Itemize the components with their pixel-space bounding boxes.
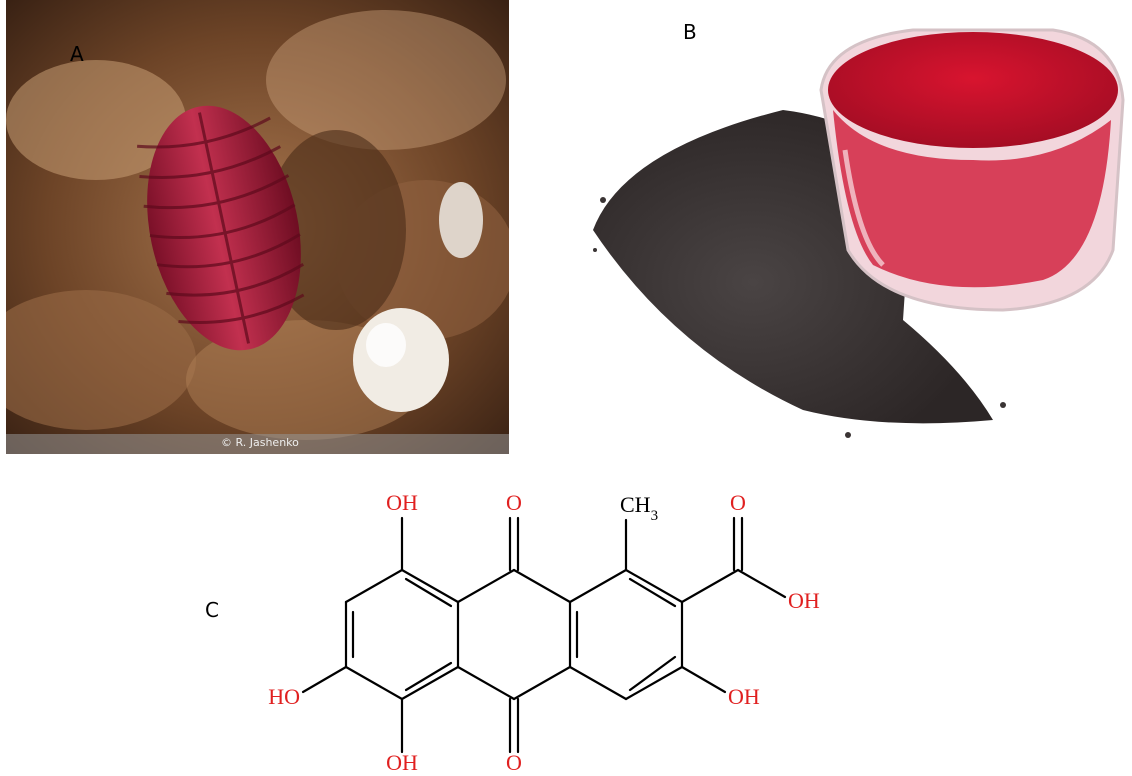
powder-illustration — [583, 0, 1132, 454]
hydroxyl-left: HO — [268, 684, 300, 709]
photo-credit-bar: © R. Jashenko — [6, 434, 509, 454]
white-egg-sac — [353, 182, 483, 412]
bond-lines — [301, 516, 787, 754]
panel-label-a: A — [70, 42, 84, 66]
atom-labels: OH O CH3 O OH HO OH OH O — [268, 490, 820, 775]
carboxyl-hydroxyl: OH — [788, 588, 820, 613]
hydroxyl-right: OH — [728, 684, 760, 709]
carboxyl-oxygen: O — [730, 490, 746, 515]
carbonyl-oxygen-bottom: O — [506, 750, 522, 775]
methyl-group: CH3 — [620, 492, 658, 524]
chemical-structure: OH O CH3 O OH HO OH OH O — [268, 490, 820, 775]
hydroxyl-top-left: OH — [386, 490, 418, 515]
panel-label-c: C — [205, 598, 219, 622]
photo-credit: © R. Jashenko — [221, 436, 299, 449]
cochineal-insect-photo: © R. Jashenko — [6, 0, 509, 454]
glass-bowl — [819, 28, 1125, 312]
insect-illustration — [6, 0, 509, 454]
hydroxyl-bottom: OH — [386, 750, 418, 775]
panel-label-b: B — [683, 20, 697, 44]
insect-body — [136, 105, 305, 351]
carmine-powder-photo — [583, 0, 1132, 454]
carbonyl-oxygen-top: O — [506, 490, 522, 515]
